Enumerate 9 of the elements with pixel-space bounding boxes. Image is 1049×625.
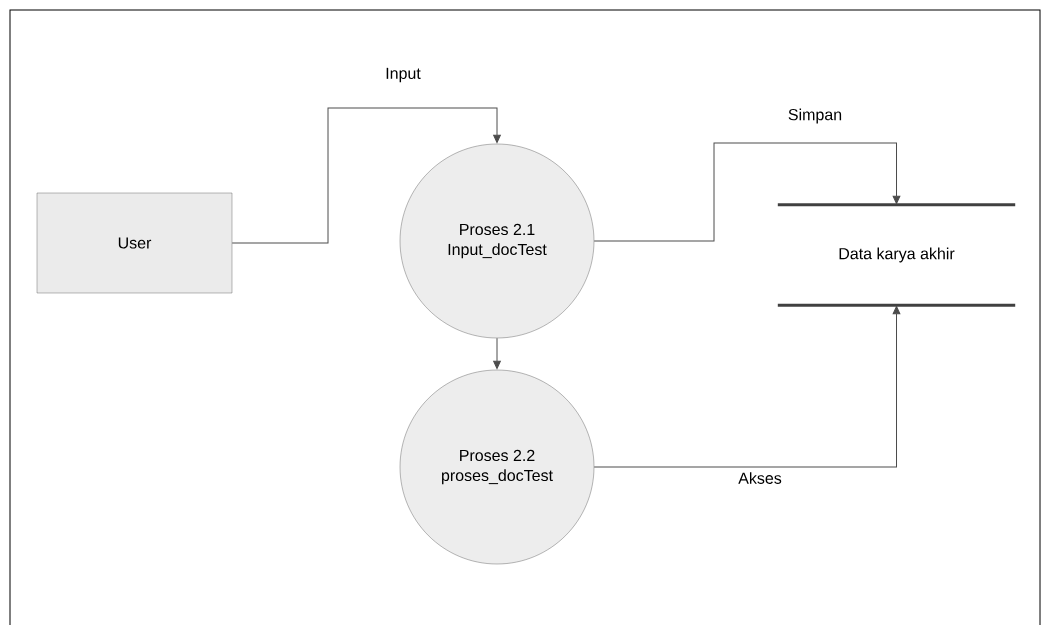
arrow <box>231 107 501 244</box>
edge-label: Simpan <box>786 107 844 125</box>
data-store: Data karya akhir <box>777 203 1016 307</box>
edge-label: Input <box>384 66 422 84</box>
arrow <box>593 305 901 468</box>
entity-box: User <box>36 192 233 294</box>
edge-label: Akses <box>737 471 783 485</box>
arrow <box>593 142 901 242</box>
arrow <box>493 337 501 370</box>
